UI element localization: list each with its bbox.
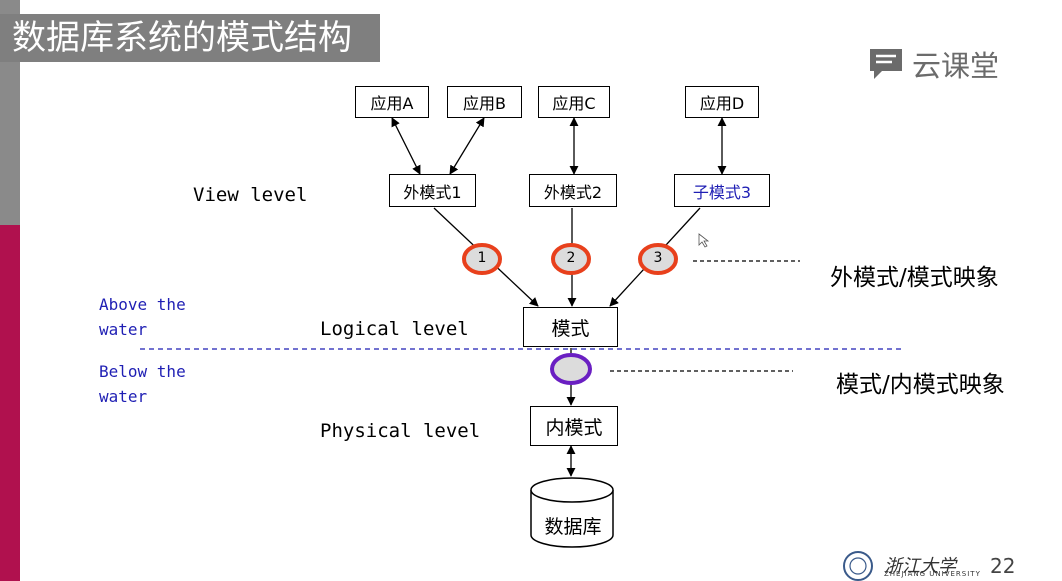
external-schema-2-box: 外模式2	[529, 174, 617, 207]
university-subtitle: ZHEJIANG UNIVERSITY	[884, 570, 981, 578]
external-schema-1-box: 外模式1	[389, 174, 476, 207]
above-water-line2: water	[99, 320, 148, 339]
mouse-cursor-icon	[698, 233, 710, 248]
mapping-number-1: 1	[477, 250, 487, 266]
database-cylinder-body	[530, 490, 614, 548]
mapping-circle-3	[638, 243, 678, 275]
page-number: 22	[990, 554, 1016, 578]
above-water-line1: Above the	[99, 295, 186, 314]
app-a-box: 应用A	[355, 86, 429, 118]
mapping-circle-2	[551, 243, 591, 275]
above-water-label: Above the water	[99, 292, 186, 342]
logo-text: 云课堂	[912, 49, 1000, 83]
arrow-appA-ext1	[391, 117, 421, 175]
cloud-classroom-logo: 云课堂	[868, 44, 999, 84]
internal-mapping-circle	[550, 353, 592, 385]
below-water-line1: Below the	[99, 362, 186, 381]
slide-title: 数据库系统的模式结构	[12, 18, 352, 58]
mapping-number-3: 3	[653, 250, 663, 266]
sub-schema-3-box: 子模式3	[674, 174, 770, 207]
university-name: 浙江大学	[884, 556, 956, 577]
database-cylinder-top	[530, 477, 614, 503]
internal-schema-box: 内模式	[530, 406, 618, 446]
app-b-box: 应用B	[447, 86, 522, 118]
university-seal-icon	[843, 551, 873, 581]
view-level-label: View level	[193, 184, 308, 206]
below-water-label: Below the water	[99, 359, 186, 409]
conceptual-internal-mapping-label: 模式/内模式映象	[836, 372, 1005, 398]
arrow-appB-ext1	[449, 117, 485, 175]
title-bar: 数据库系统的模式结构	[0, 14, 380, 62]
chat-bubble-icon	[870, 49, 902, 79]
mapping-number-2: 2	[566, 250, 576, 266]
left-stripe-red	[0, 225, 20, 581]
schema-box: 模式	[523, 307, 618, 347]
physical-level-label: Physical level	[320, 420, 481, 442]
below-water-line2: water	[99, 387, 148, 406]
logical-level-label: Logical level	[320, 318, 469, 340]
app-c-box: 应用C	[538, 86, 610, 118]
app-d-box: 应用D	[685, 86, 759, 118]
database-label: 数据库	[544, 516, 602, 538]
mapping-circle-1	[462, 243, 502, 275]
external-conceptual-mapping-label: 外模式/模式映象	[830, 265, 999, 291]
